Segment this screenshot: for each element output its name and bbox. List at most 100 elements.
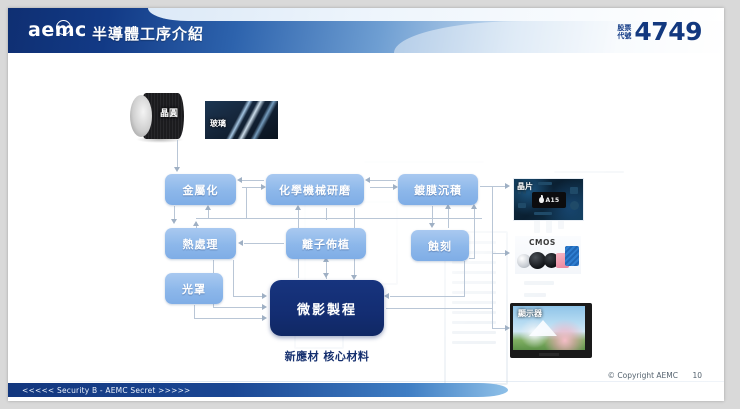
connector-main-bus <box>196 218 482 219</box>
arrowhead-down <box>351 275 357 280</box>
arrowhead-up <box>323 257 329 262</box>
connector-photomask-down <box>194 305 195 318</box>
process-box-etching[interactable]: 蝕刻 <box>411 230 469 261</box>
stock-code-number: 4749 <box>634 17 702 46</box>
glass-label: 玻璃 <box>210 119 226 128</box>
connector-implant-to-heat <box>244 243 284 244</box>
process-box-label: 化學機械研磨 <box>279 183 351 197</box>
process-box-label: 微影製程 <box>296 302 357 318</box>
process-box-label: 鍍膜沉積 <box>414 183 462 197</box>
security-banner <box>8 383 508 397</box>
connector-etch-right-riser <box>474 208 475 258</box>
page-title: 半導體工序介紹 <box>92 25 205 43</box>
wafer-label: 晶圓 <box>160 109 179 119</box>
header-curve-decoration <box>394 21 724 53</box>
connector-product-riser <box>492 186 493 308</box>
arrowhead-down <box>323 273 329 278</box>
arrowhead-right <box>505 325 510 331</box>
tv-stand <box>539 353 559 356</box>
connector-to-chip <box>480 186 508 187</box>
connector-metallization-to-heat <box>174 206 175 220</box>
process-box-lithography[interactable]: 微影製程 <box>270 280 384 336</box>
arrowhead-right <box>262 293 267 299</box>
security-label: <<<<< Security B - AEMC Secret >>>>> <box>22 386 191 395</box>
cmos-sensor-image <box>515 236 581 274</box>
process-box-metallization[interactable]: 金屬化 <box>165 174 236 205</box>
connector-into-litho-2 <box>213 307 265 308</box>
connector-to-cmos <box>492 253 508 254</box>
connector-deposition-to-cmp <box>368 180 396 181</box>
connector-etch-to-deposition <box>448 208 449 228</box>
process-box-label: 離子佈植 <box>302 237 350 251</box>
stock-label-line1: 股票 <box>617 23 632 32</box>
stock-label-line2: 代號 <box>617 31 632 40</box>
connector-to-display-riser <box>492 308 493 328</box>
arrowhead-up <box>193 221 199 226</box>
arrowhead-right <box>262 304 267 310</box>
arrowhead-right <box>262 315 267 321</box>
mountain-graphic <box>529 320 557 336</box>
connector-bus-vertical <box>246 188 247 218</box>
process-box-label: 金屬化 <box>182 183 219 197</box>
connector-etch-right-link <box>469 258 475 259</box>
connector-cmp-to-metallization <box>240 180 264 181</box>
silicon-ingot-image <box>130 92 186 143</box>
slide-header: aemc 半導體工序介紹 股票 代號 4749 <box>8 8 724 53</box>
arrowhead-up <box>295 205 301 210</box>
chip-model-label: A15 <box>545 196 560 204</box>
soc-chip-image: A15 <box>513 178 584 221</box>
glass-substrate-image <box>204 100 279 140</box>
cmos-die-icon <box>565 246 579 266</box>
arrowhead-down <box>171 219 177 224</box>
connector-etch-down-riser <box>464 261 465 297</box>
process-box-deposition[interactable]: 鍍膜沉積 <box>398 174 478 205</box>
arrowhead-down <box>429 223 435 228</box>
tv-screen <box>513 306 585 350</box>
arrowhead-up <box>445 204 451 209</box>
connector-cmp-to-deposition <box>370 187 396 188</box>
display-label: 顯示器 <box>518 309 542 318</box>
cmos-lens-icon <box>529 252 546 269</box>
arrowhead-right <box>393 184 398 190</box>
stock-code-label: 股票 代號 <box>617 24 631 40</box>
connector-heat-riser <box>196 222 197 230</box>
connector-bus-riser <box>208 208 209 219</box>
arrowhead-right <box>505 183 510 189</box>
header-swoosh-decoration <box>148 8 724 21</box>
presentation-slide: aemc 半導體工序介紹 股票 代號 4749 晶圓 玻璃 <box>8 8 724 401</box>
process-box-label: 熱處理 <box>182 237 219 251</box>
arrowhead-up <box>471 204 477 209</box>
connector-left-riser-1 <box>233 260 234 296</box>
cmos-lens-icon <box>517 254 531 268</box>
connector-to-display <box>492 328 508 329</box>
core-material-caption: 新應材 核心材料 <box>284 350 370 363</box>
process-box-cmp[interactable]: 化學機械研磨 <box>266 174 364 205</box>
process-box-photomask[interactable]: 光罩 <box>165 273 223 304</box>
footer-divider <box>8 381 724 382</box>
arrowhead-left <box>365 177 370 183</box>
chip-label: 晶片 <box>517 182 533 191</box>
connector-etch-to-litho <box>390 296 464 297</box>
process-box-ion-implantation[interactable]: 離子佈植 <box>286 228 366 259</box>
cmos-label: CMOS <box>529 238 556 247</box>
apple-logo-icon <box>538 195 544 203</box>
arrowhead-right <box>505 250 510 256</box>
process-box-label: 蝕刻 <box>428 239 452 253</box>
arrowhead-down <box>174 167 180 172</box>
connector-litho-out-bus <box>386 308 492 309</box>
process-box-heat-treatment[interactable]: 熱處理 <box>165 228 236 259</box>
connector-wafer-to-metallization <box>177 140 178 168</box>
stock-code-block: 股票 代號 4749 <box>617 19 702 44</box>
arrowhead-left <box>238 240 243 246</box>
connector-into-litho-1 <box>233 296 265 297</box>
connector-into-litho-3 <box>194 318 265 319</box>
arrowhead-up <box>205 205 211 210</box>
aemc-logo: aemc <box>28 19 87 41</box>
arrowhead-left <box>384 293 389 299</box>
connector-implant-down <box>326 263 327 277</box>
tv-display-image <box>510 303 592 358</box>
arrowhead-right <box>261 184 266 190</box>
cmos-lens-icon <box>544 253 559 268</box>
connector-deposition-to-etch <box>432 206 433 224</box>
process-box-label: 光罩 <box>182 282 206 296</box>
